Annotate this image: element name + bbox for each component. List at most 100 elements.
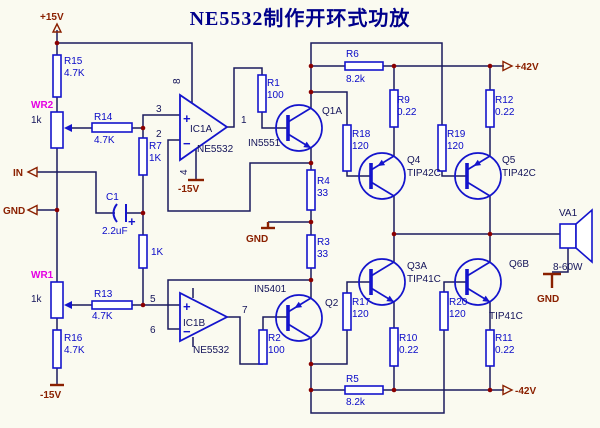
- junction-dot: [308, 63, 314, 69]
- wire: [311, 91, 348, 125]
- label-6: 6: [150, 325, 156, 336]
- resistor-r12: [485, 89, 495, 128]
- wire: [167, 139, 311, 212]
- label-tip42c: TIP42C: [407, 168, 441, 179]
- label-7: 7: [242, 305, 248, 316]
- power-port-arrow-42v: [502, 384, 514, 396]
- label-022: 0.22: [495, 107, 515, 118]
- resistor-r2: [258, 329, 268, 365]
- label-022: 0.22: [397, 107, 417, 118]
- junction-dot: [140, 302, 146, 308]
- label--15v: -15V: [40, 390, 61, 401]
- junction-dot: [391, 387, 397, 393]
- junction-dot: [54, 207, 60, 213]
- label-gnd: GND: [537, 294, 559, 305]
- label-r7: R7: [149, 141, 162, 152]
- label-5: 5: [150, 294, 156, 305]
- label-+: +: [183, 299, 191, 314]
- potentiometer-wr2: [50, 111, 64, 149]
- label-8-60w: 8-60W: [553, 262, 583, 273]
- wire: [346, 281, 371, 293]
- label-q1a: Q1A: [322, 106, 342, 117]
- label-c1: C1: [106, 192, 119, 203]
- wire: [57, 42, 193, 103]
- junction-dot: [140, 210, 146, 216]
- transistor-q5-emitter-arrow: [473, 159, 482, 167]
- wire: [552, 248, 569, 273]
- transistor-q2: [275, 294, 323, 342]
- wire: [441, 171, 467, 177]
- label-va1: VA1: [559, 208, 578, 219]
- label-tip41c: TIP41C: [489, 311, 523, 322]
- label-47k: 4.7K: [64, 68, 85, 79]
- junction-dot: [308, 89, 314, 95]
- label-r16: R16: [64, 333, 83, 344]
- label-q4: Q4: [407, 155, 421, 166]
- power-port-arrow-gnd: [26, 204, 38, 216]
- transistor-q6b: [454, 258, 502, 306]
- junction-dot: [308, 277, 314, 283]
- label-r1: R1: [267, 78, 280, 89]
- label-: −: [183, 136, 191, 151]
- label-+: +: [128, 214, 136, 229]
- label-82k: 8.2k: [346, 397, 366, 408]
- resistor-r17: [342, 292, 352, 331]
- label--15v: -15V: [178, 184, 199, 195]
- label-r20: R20: [449, 297, 468, 308]
- label-gnd: GND: [246, 234, 268, 245]
- wire: [310, 330, 445, 414]
- resistor-r13: [91, 300, 133, 310]
- resistor-r14: [91, 122, 133, 133]
- junction-dot: [54, 40, 60, 46]
- wire: [142, 114, 180, 128]
- junction-dot: [308, 219, 314, 225]
- wire: [261, 112, 288, 129]
- label--42v: -42V: [515, 386, 536, 397]
- resistor-r19: [437, 124, 447, 172]
- transistor-q4: [358, 152, 406, 200]
- junction-dot: [140, 125, 146, 131]
- label-q2: Q2: [325, 298, 339, 309]
- wire: [443, 281, 467, 292]
- label-+42v: +42V: [515, 62, 539, 73]
- transistor-q4-lower-lead: [370, 181, 395, 197]
- label-r6: R6: [346, 49, 359, 60]
- junction-dot: [487, 231, 493, 237]
- resistor-r5: [344, 385, 384, 395]
- resistor-r-1k: [138, 234, 148, 269]
- label-q3a: Q3A: [407, 261, 427, 272]
- resistor-r16: [52, 329, 62, 369]
- transistor-q3a-emitter-arrow: [386, 295, 394, 302]
- resistor-r10: [389, 327, 399, 367]
- label-r4: R4: [317, 176, 330, 187]
- label-tip42c: TIP42C: [502, 168, 536, 179]
- resistor-r3: [306, 234, 316, 269]
- label-+: +: [183, 111, 191, 126]
- label-120: 120: [449, 309, 466, 320]
- label-r15: R15: [64, 56, 83, 67]
- resistor-r15: [52, 54, 62, 98]
- transistor-q6b-emitter-arrow: [482, 295, 490, 302]
- wire: [227, 67, 263, 128]
- label-4: 4: [179, 169, 190, 175]
- opamp-ic1a: [179, 93, 229, 162]
- label-r5: R5: [346, 374, 359, 385]
- label-47k: 4.7K: [94, 135, 115, 146]
- resistor-r7: [138, 137, 148, 176]
- power-port-arrow-in: [26, 166, 38, 178]
- opamp-ic1b: [179, 291, 229, 343]
- label-1: 1: [241, 115, 247, 126]
- label-in5551: IN5551: [248, 138, 281, 149]
- wire: [227, 316, 263, 365]
- transistor-q1a-upper-lead: [287, 107, 312, 123]
- transistor-q1a: [275, 104, 323, 152]
- speaker-horn-va1: [575, 208, 593, 264]
- label-gnd: GND: [3, 206, 25, 217]
- label-120: 120: [352, 309, 369, 320]
- resistor-r4: [306, 169, 316, 211]
- transistor-q3a-upper-lead: [370, 261, 395, 277]
- resistor-r6: [344, 61, 384, 71]
- speaker-va1: [559, 223, 577, 249]
- transistor-q6b-upper-lead: [466, 261, 491, 277]
